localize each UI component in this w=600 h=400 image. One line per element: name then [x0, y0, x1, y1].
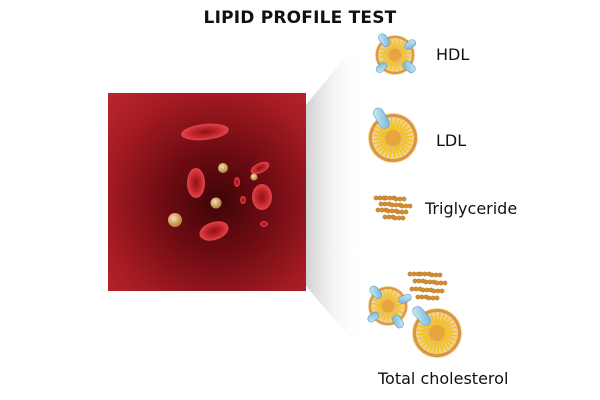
triglyceride-icon [378, 201, 392, 207]
blood-vessel-icon [108, 93, 306, 291]
triglyceride-icon [399, 203, 413, 209]
label-ldl: LDL [436, 131, 467, 150]
ldl-particle-icon [368, 107, 418, 163]
triglyceride-icon [392, 215, 406, 221]
triglyceride-icon [423, 279, 437, 285]
triglyceride-icon [434, 280, 448, 286]
hdl-particle-icon [375, 33, 417, 75]
label-hdl: HDL [436, 45, 470, 64]
triglyceride-icon [429, 272, 443, 278]
triglyceride-icon [393, 196, 407, 202]
label-total-cholesterol: Total cholesterol [378, 369, 509, 388]
triglyceride-icon [415, 294, 429, 300]
hdl-particle-icon [367, 285, 412, 329]
triglyceride-icon [420, 287, 434, 293]
red-blood-cell-icon [181, 123, 272, 241]
triglyceride-icon [407, 271, 421, 277]
triglyceride-icon [412, 278, 426, 284]
label-triglyceride: Triglyceride [425, 199, 518, 218]
triglyceride-icon [395, 209, 409, 215]
triglyceride-icon [431, 288, 445, 294]
triglyceride-icon [409, 286, 423, 292]
ldl-particle-icon [412, 306, 462, 358]
lipoprotein-particles [367, 33, 462, 358]
triglyceride-icon [426, 295, 440, 301]
diagram-title: LIPID PROFILE TEST [203, 8, 397, 28]
fat-particle-icon [168, 163, 258, 227]
triglyceride-icon [418, 271, 432, 277]
